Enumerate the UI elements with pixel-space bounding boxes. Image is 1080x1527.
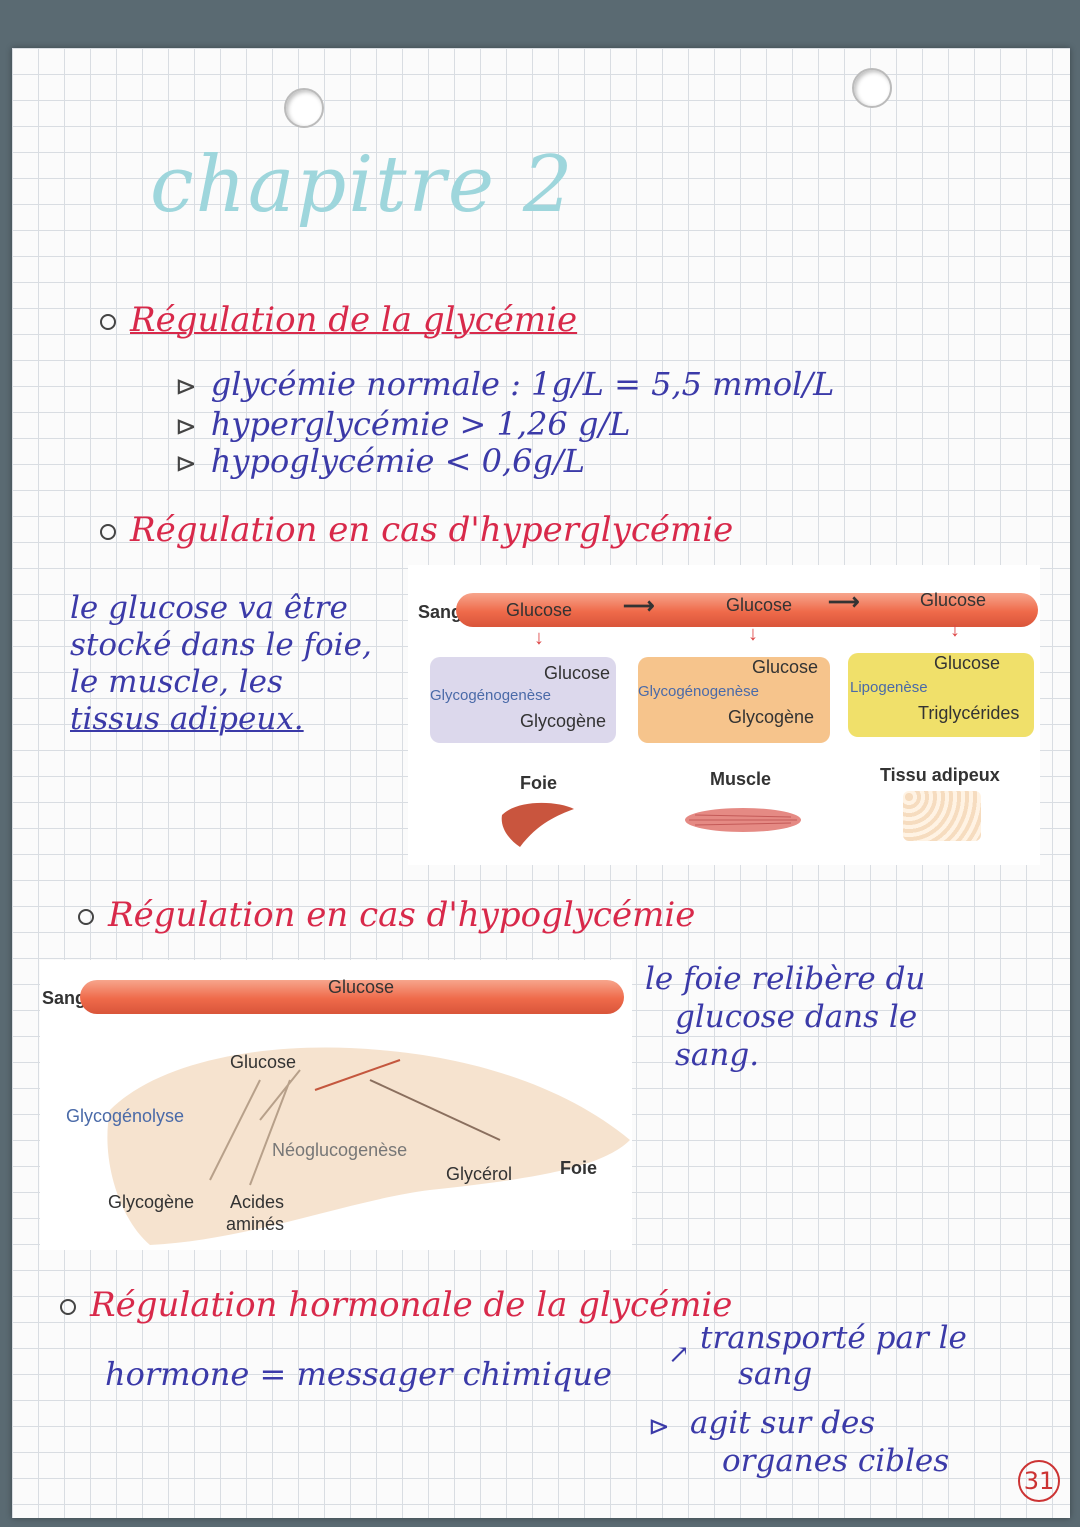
definition-line: ⊳hyperglycémie > 1,26 g/L <box>175 405 631 443</box>
sang-label: Sang <box>418 602 463 622</box>
arrow-right-icon: ⟶ <box>828 589 860 614</box>
arrow-down-icon: ↓ <box>748 623 758 645</box>
punch-hole-left <box>284 88 324 128</box>
process-glycogenolyse: Glycogénolyse <box>66 1106 185 1126</box>
section-heading-4: Régulation hormonale de la glycémie <box>60 1285 732 1325</box>
fat-storage-box <box>848 653 1034 737</box>
note-hypoglycemie: le foie relibère du glucose dans le sang… <box>645 961 926 1073</box>
section-heading-3: Régulation en cas d'hypoglycémie <box>78 895 695 935</box>
arrow-icon: ⊳ <box>175 412 197 442</box>
glucose-label-liver: Glucose <box>230 1052 297 1072</box>
box-glucose: Glucose <box>752 657 819 677</box>
acides-label: Acides <box>230 1192 285 1212</box>
adipose-illustration <box>903 791 981 841</box>
hormone-definition: hormone = messager chimique <box>105 1355 612 1393</box>
storage-diagram: Sang Glucose Glucose Glucose ⟶ ⟶ ↓ ↓ ↓ G… <box>408 565 1040 865</box>
bullet-icon <box>60 1299 76 1315</box>
glucose-label: Glucose <box>920 590 987 610</box>
organ-label-foie: Foie <box>560 1158 598 1178</box>
arrow-down-icon: ↓ <box>534 627 544 649</box>
branch-target: agit sur des organes cibles <box>690 1405 950 1479</box>
glucose-label: Glucose <box>506 600 573 620</box>
sang-label: Sang <box>42 988 87 1008</box>
process-neoglucogenese: Néoglucogenèse <box>272 1140 408 1160</box>
arrow-down-icon: ↓ <box>950 619 960 641</box>
glucose-label: Glucose <box>328 977 395 997</box>
organ-label-tissu: Tissu adipeux <box>880 765 1000 785</box>
amines-label: aminés <box>226 1214 285 1234</box>
arrow-icon: ⊳ <box>648 1412 670 1442</box>
release-diagram: Sang Glucose Glucose Glycogénolyse Néogl… <box>40 960 632 1250</box>
arrow-icon: ⊳ <box>175 372 197 402</box>
glucose-label: Glucose <box>726 595 793 615</box>
section-heading-2: Régulation en cas d'hyperglycémie <box>100 510 733 550</box>
muscle-illustration <box>685 808 801 832</box>
organ-label-muscle: Muscle <box>710 769 772 789</box>
box-glucose: Glucose <box>544 663 611 683</box>
chapter-title: chapitre 2 <box>150 140 575 230</box>
process-label: Lipogenèse <box>850 679 928 696</box>
muscle-storage-box <box>638 657 830 743</box>
liver-illustration <box>501 802 574 847</box>
liver-shape <box>107 1047 631 1245</box>
note-hyperglycemie: le glucose va être stocké dans le foie, … <box>70 590 372 737</box>
arrow-icon: ⊳ <box>175 449 197 479</box>
definition-line: ⊳hypoglycémie < 0,6g/L <box>175 442 585 480</box>
organ-label-foie: Foie <box>520 773 558 793</box>
blood-vessel <box>456 593 1038 627</box>
blood-vessel <box>80 980 624 1014</box>
branch-transport: transporté par le sang <box>700 1320 967 1392</box>
glycogene-label: Glycogène <box>108 1192 195 1212</box>
page-number: 31 <box>1018 1460 1060 1502</box>
box-glucose: Glucose <box>934 653 1001 673</box>
process-label: Glycogénogenèse <box>430 687 551 704</box>
liver-storage-box <box>430 657 616 743</box>
arrow-icon: ↗ <box>668 1340 690 1370</box>
box-triglycerides: Triglycérides <box>918 703 1020 723</box>
process-label: Glycogénogenèse <box>638 683 759 700</box>
punch-hole-right <box>852 68 892 108</box>
bullet-icon <box>78 909 94 925</box>
arrow-right-icon: ⟶ <box>623 593 655 618</box>
box-glycogene: Glycogène <box>520 711 607 731</box>
glycerol-label: Glycérol <box>446 1164 513 1184</box>
section-heading-1: Régulation de la glycémie <box>100 300 577 340</box>
bullet-icon <box>100 314 116 330</box>
definition-line: ⊳glycémie normale : 1g/L = 5,5 mmol/L <box>175 365 835 403</box>
bullet-icon <box>100 524 116 540</box>
box-glycogene: Glycogène <box>728 707 815 727</box>
